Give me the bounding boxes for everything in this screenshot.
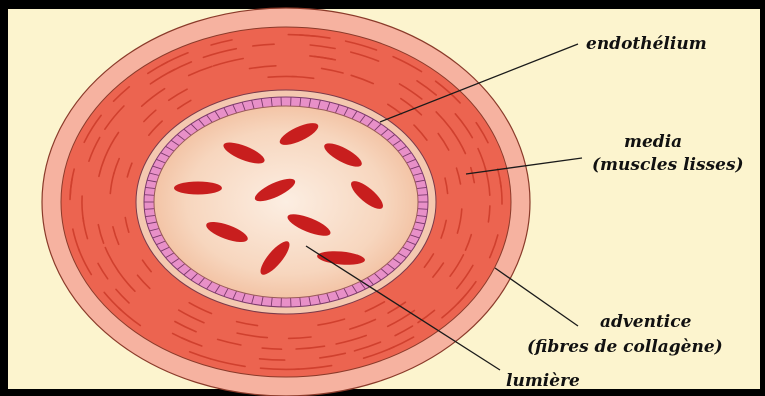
label-adventice: adventice	[600, 312, 692, 332]
red-blood-cell	[174, 182, 222, 195]
endothelial-cell-divider	[144, 195, 154, 196]
label-endothelium: endothélium	[586, 34, 707, 54]
label-media: media	[624, 132, 682, 152]
label-media-subtitle: (muscles lisses)	[592, 155, 744, 175]
endothelial-cell-divider	[418, 195, 428, 196]
endothelial-cell-divider	[418, 209, 428, 210]
label-adventice-subtitle: (fibres de collagène)	[527, 337, 723, 357]
label-lumiere: lumière	[506, 371, 580, 391]
endothelial-cell-divider	[144, 209, 154, 210]
